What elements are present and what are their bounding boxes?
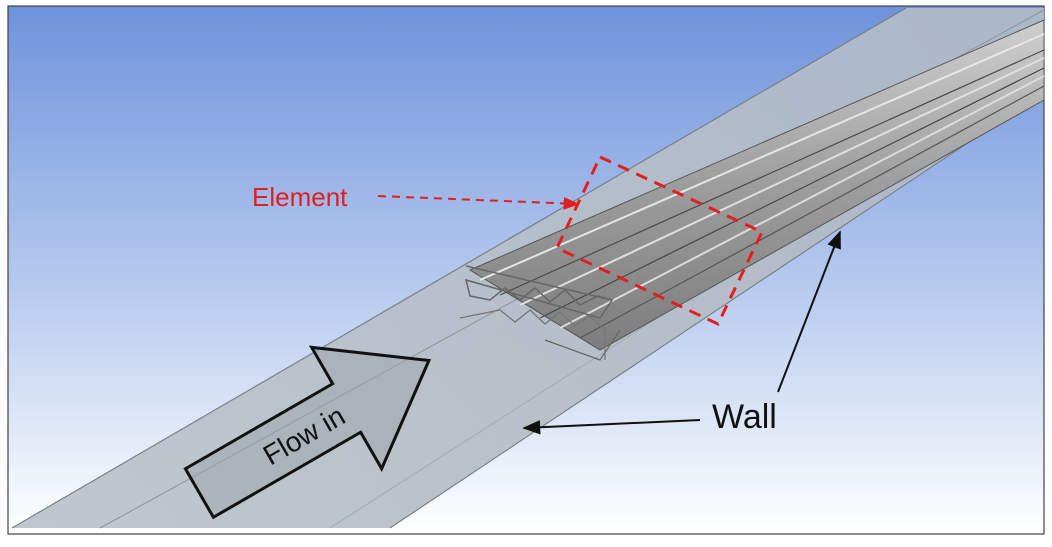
wall-arrow-left xyxy=(522,419,701,435)
wall-arrow-right xyxy=(777,230,841,393)
element-highlight-box xyxy=(555,155,765,326)
element-plates xyxy=(459,19,1045,361)
wall-label: Wall xyxy=(712,398,777,436)
element-pointer-arrow xyxy=(377,195,580,210)
element-label: Element xyxy=(252,182,348,212)
